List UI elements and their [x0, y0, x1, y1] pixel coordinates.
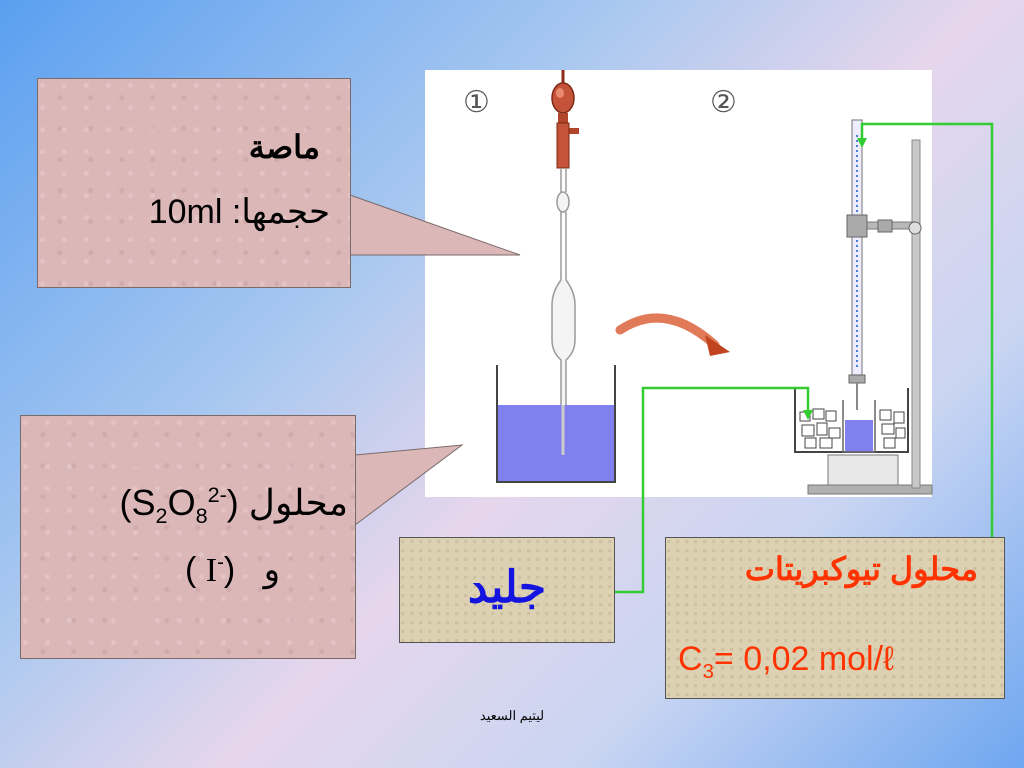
ice-label: جليد [467, 563, 547, 612]
ion-charge: 2- [207, 482, 227, 507]
pipette-volume: 10ml حجمها: [80, 192, 330, 232]
iodide-charge: - [217, 551, 224, 574]
ion-oxygen-subscript: 8 [195, 503, 208, 529]
conc-subscript: 3 [702, 660, 714, 683]
and-word: و [263, 551, 280, 589]
ion-sulfur: S [131, 482, 156, 523]
solution-word: محلول [248, 482, 348, 523]
conc-symbol: C [678, 640, 703, 678]
ion-oxygen: O [167, 482, 196, 523]
retort-stand-icon [807, 139, 933, 495]
footer-author: ليتيم السعيد [479, 708, 545, 723]
pipette-volume-label: حجمها: [231, 193, 330, 231]
beaker-1-icon [496, 365, 616, 483]
ice-bath-icon [794, 388, 909, 486]
iodide-symbol: I [205, 552, 218, 589]
solution-formula: (S2O82-) محلول [119, 482, 348, 529]
thiosulfate-title: محلول تيوكبريتات [744, 551, 978, 587]
ion-sulfur-subscript: 2 [155, 503, 168, 529]
pipette-bulb-icon [551, 70, 579, 169]
burette-icon [846, 119, 868, 410]
ice-box [399, 537, 615, 643]
conc-value: = 0,02 mol/ℓ [713, 640, 895, 678]
thiosulfate-concentration: C3= 0,02 mol/ℓ [678, 640, 998, 684]
thiosulfate-box [665, 537, 1005, 699]
iodide-line: ( I-) و [185, 551, 280, 589]
pipette-callout [37, 78, 351, 288]
pipette-title: ماصة [248, 129, 320, 165]
pipette-volume-value: 10ml [148, 193, 223, 231]
step-1-label: ① [463, 85, 490, 120]
solution-callout [20, 415, 356, 659]
transfer-arrow-icon [615, 313, 730, 356]
step-2-label: ② [710, 85, 737, 120]
